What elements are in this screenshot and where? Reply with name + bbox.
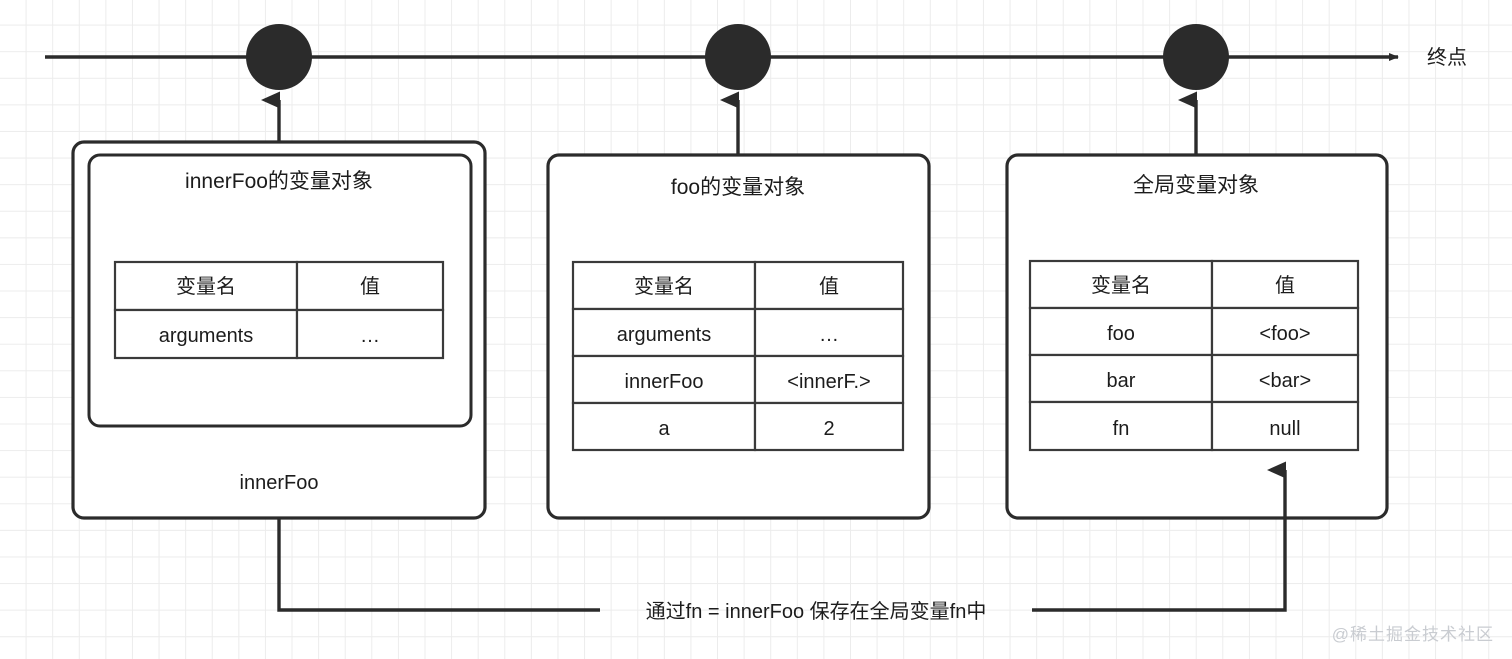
table-cell-varname: fn: [1113, 418, 1130, 440]
table-row: [571, 354, 757, 405]
table-row: [753, 354, 905, 405]
table-cell-value: 2: [823, 418, 834, 440]
scope-title-global: 全局变量对象: [1133, 174, 1259, 197]
scope-title-foo: foo的变量对象: [671, 176, 805, 199]
table-row: [1210, 306, 1360, 357]
table-cell-varname: arguments: [617, 324, 712, 346]
timeline-node-global: [1163, 24, 1229, 90]
scope-box-global: 全局变量对象 变量名 值 foo <foo> bar <bar> fn null: [1005, 153, 1389, 520]
timeline-node-foo: [705, 24, 771, 90]
table-header-label-name: 变量名: [634, 275, 694, 298]
table-row: [753, 401, 905, 452]
table-header-cell-name: [571, 260, 757, 311]
table-cell-value: …: [360, 325, 380, 347]
scope-box-foo: foo的变量对象 变量名 值 arguments … innerFoo <inn…: [546, 153, 931, 520]
table-header-label-name: 变量名: [176, 275, 236, 298]
reference-annotation-label: 通过fn = innerFoo 保存在全局变量fn中: [646, 600, 987, 623]
variable-table-innerfoo: 变量名 值 arguments …: [113, 260, 445, 360]
table-cell-value: <innerF.>: [787, 371, 870, 393]
scope-box-innerfoo: innerFoo的变量对象 变量名 值 arguments … innerFoo: [71, 140, 487, 520]
table-cell-varname: innerFoo: [625, 371, 704, 393]
table-row: [1028, 306, 1214, 357]
table-row: [571, 307, 757, 358]
scope-footer-label-innerfoo: innerFoo: [240, 472, 319, 494]
table-header-cell-value: [1210, 259, 1360, 310]
reference-connector-fn: [277, 461, 1287, 612]
variable-table-global: 变量名 值 foo <foo> bar <bar> fn null: [1028, 259, 1360, 452]
table-cell-varname: foo: [1107, 323, 1135, 345]
timeline-node-innerfoo: [246, 24, 312, 90]
table-row: [1210, 400, 1360, 452]
table-row: [295, 308, 445, 360]
table-header-cell-value: [753, 260, 905, 311]
variable-table-foo: 变量名 值 arguments … innerFoo <innerF.> a 2: [571, 260, 905, 452]
scope-title-innerfoo: innerFoo的变量对象: [185, 170, 373, 193]
table-row: [113, 308, 299, 360]
table-row: [571, 401, 757, 452]
table-cell-value: <foo>: [1259, 323, 1310, 345]
table-cell-value: <bar>: [1259, 370, 1311, 392]
table-cell-varname: arguments: [159, 325, 254, 347]
table-row: [1210, 353, 1360, 404]
table-cell-varname: bar: [1107, 370, 1136, 392]
table-header-label-value: 值: [1275, 274, 1295, 297]
watermark: @稀土掘金技术社区: [1331, 625, 1494, 644]
table-header-label-value: 值: [360, 275, 380, 298]
table-cell-value: …: [819, 324, 839, 346]
timeline-end-label: 终点: [1427, 46, 1467, 69]
table-header-label-value: 值: [819, 275, 839, 298]
table-cell-value: null: [1269, 418, 1300, 440]
table-cell-varname: a: [658, 418, 670, 440]
table-header-label-name: 变量名: [1091, 274, 1151, 297]
